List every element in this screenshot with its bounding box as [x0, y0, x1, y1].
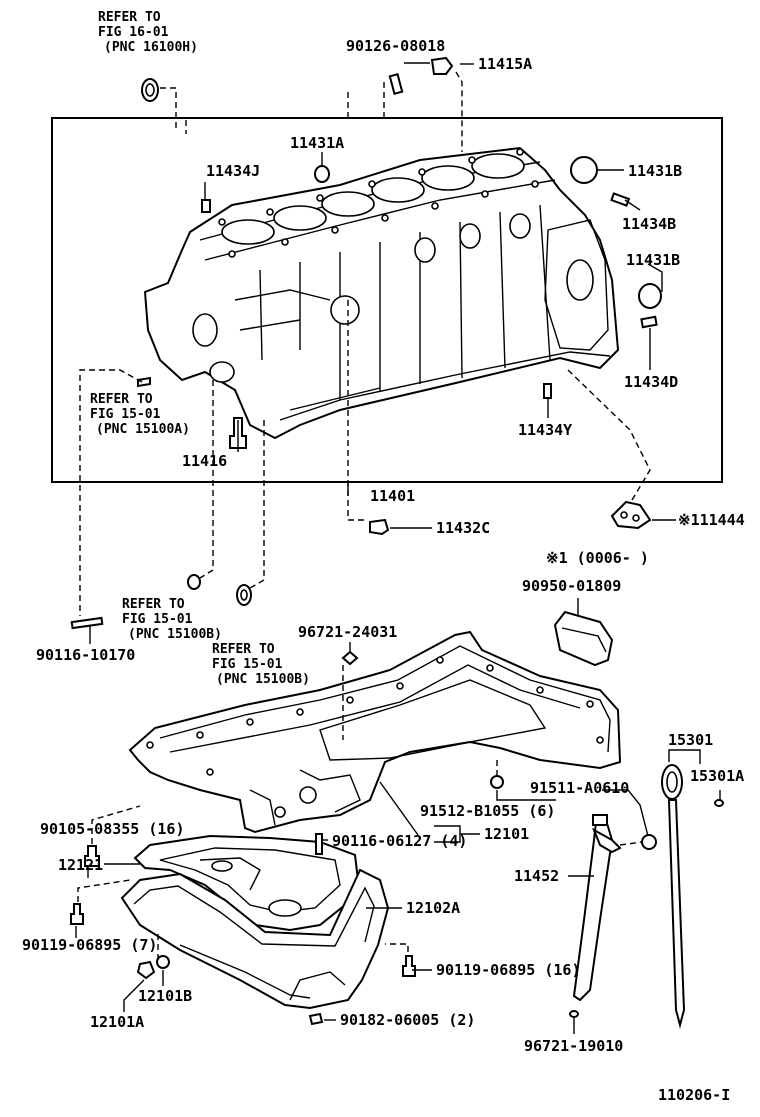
label-90116-06127: 90116-06127 (4)	[332, 832, 467, 850]
label-12102A: 12102A	[406, 899, 460, 917]
ref-fig15b1-line3: (PNC 15100B)	[128, 627, 222, 642]
ref-fig15b1-line2: FIG 15-01	[122, 612, 193, 627]
label-90119-06895-16: 90119-06895 (16)	[436, 961, 581, 979]
o-ring-15301A	[714, 799, 724, 807]
label-96721-24031: 96721-24031	[298, 623, 397, 641]
ref-fig16-line1: REFER TO	[98, 10, 161, 25]
label-11432C: 11432C	[436, 519, 490, 537]
bolt-90116-06127	[315, 833, 323, 855]
label-111444: ※111444	[678, 511, 745, 529]
o-ring-16100h-inner	[145, 83, 155, 97]
bolt-90119-06895-16	[402, 955, 416, 977]
label-12101: 12101	[484, 825, 529, 843]
oil-pan-lower	[120, 868, 390, 1010]
cylinder-block	[143, 146, 620, 440]
label-90126-08018: 90126-08018	[346, 37, 445, 55]
label-15301A: 15301A	[690, 767, 744, 785]
oil-level-gauge	[661, 764, 686, 1029]
pin-11434J	[201, 199, 211, 213]
o-ring-15100b-inner	[240, 589, 248, 601]
bracket-111444	[610, 500, 652, 530]
cylinder-block-frame	[51, 117, 723, 483]
cover-90950-01809	[553, 610, 614, 667]
label-90119-06895-7: 90119-06895 (7)	[22, 936, 157, 954]
bolt-90105-08355	[84, 845, 100, 867]
gasket-12101B	[156, 955, 170, 969]
plug-90182-06005	[308, 1012, 324, 1026]
leader-lines	[75, 62, 721, 1034]
note-1: ※1 (0006- )	[546, 549, 649, 567]
label-11434Y: 11434Y	[518, 421, 572, 439]
pin-11434Y	[543, 383, 552, 399]
label-11401: 11401	[370, 487, 415, 505]
pin-11434B	[610, 192, 631, 207]
nut-91512-B1055	[490, 775, 504, 789]
ref-fig15a-line1: REFER TO	[90, 392, 153, 407]
cap-11431B-top	[570, 156, 598, 184]
label-12121: 12121	[58, 856, 103, 874]
plug-11431A	[314, 165, 330, 183]
label-90105-08355: 90105-08355 (16)	[40, 820, 185, 838]
ref-fig16-line2: FIG 16-01	[98, 25, 169, 40]
label-90116-10170: 90116-10170	[36, 646, 135, 664]
part-labels: REFER TO FIG 16-01 (PNC 16100H) 90126-08…	[22, 10, 745, 1104]
label-15301: 15301	[668, 731, 713, 749]
installation-paths	[77, 71, 651, 960]
stud-90126-08018	[388, 73, 404, 95]
plug-11415A	[430, 56, 454, 75]
label-91511-A0610: 91511-A0610	[530, 779, 629, 797]
label-12101B: 12101B	[138, 987, 192, 1005]
label-11434D: 11434D	[624, 373, 678, 391]
cover-90950-01809-edge	[561, 627, 607, 653]
ref-fig15b2-line1: REFER TO	[212, 642, 275, 657]
label-11434J: 11434J	[206, 162, 260, 180]
ref-fig15a-line3: (PNC 15100A)	[96, 422, 190, 437]
oil-pan-upper	[128, 630, 622, 834]
figure-id: 110206-I	[658, 1086, 730, 1104]
drain-plug-11432C	[369, 518, 390, 536]
ref-fig15a-line2: FIG 15-01	[90, 407, 161, 422]
o-ring-15100b-small	[187, 574, 201, 590]
stud-90116-10170	[70, 616, 104, 630]
ref-fig16-line3: (PNC 16100H)	[104, 40, 198, 55]
label-11431A: 11431A	[290, 134, 344, 152]
label-11416: 11416	[182, 452, 227, 470]
label-12101A: 12101A	[90, 1013, 144, 1031]
label-11452: 11452	[514, 867, 559, 885]
plug-12101A	[136, 960, 156, 980]
oil-level-gauge-guide	[572, 814, 622, 1002]
label-11434B: 11434B	[622, 215, 676, 233]
cap-11431B-mid	[638, 283, 662, 309]
pin-11434D	[640, 315, 658, 329]
label-11431B-mid: 11431B	[626, 251, 680, 269]
ref-fig15b2-line2: FIG 15-01	[212, 657, 283, 672]
seal-96721-19010	[569, 1010, 579, 1018]
ref-fig15b2-line3: (PNC 15100B)	[216, 672, 310, 687]
bolt-90119-06895-7	[70, 903, 84, 925]
label-90182-06005: 90182-06005 (2)	[340, 1011, 475, 1029]
label-91512-B1055: 91512-B1055 (6)	[420, 802, 555, 820]
label-11415A: 11415A	[478, 55, 532, 73]
seal-96721-24031	[341, 650, 359, 666]
ref-fig15b1-line1: REFER TO	[122, 597, 185, 612]
label-96721-19010: 96721-19010	[524, 1037, 623, 1055]
pin-11414-ref	[137, 376, 151, 388]
label-90950-01809: 90950-01809	[522, 577, 621, 595]
label-11431B-top: 11431B	[628, 162, 682, 180]
nut-91511-A0610	[641, 834, 657, 850]
